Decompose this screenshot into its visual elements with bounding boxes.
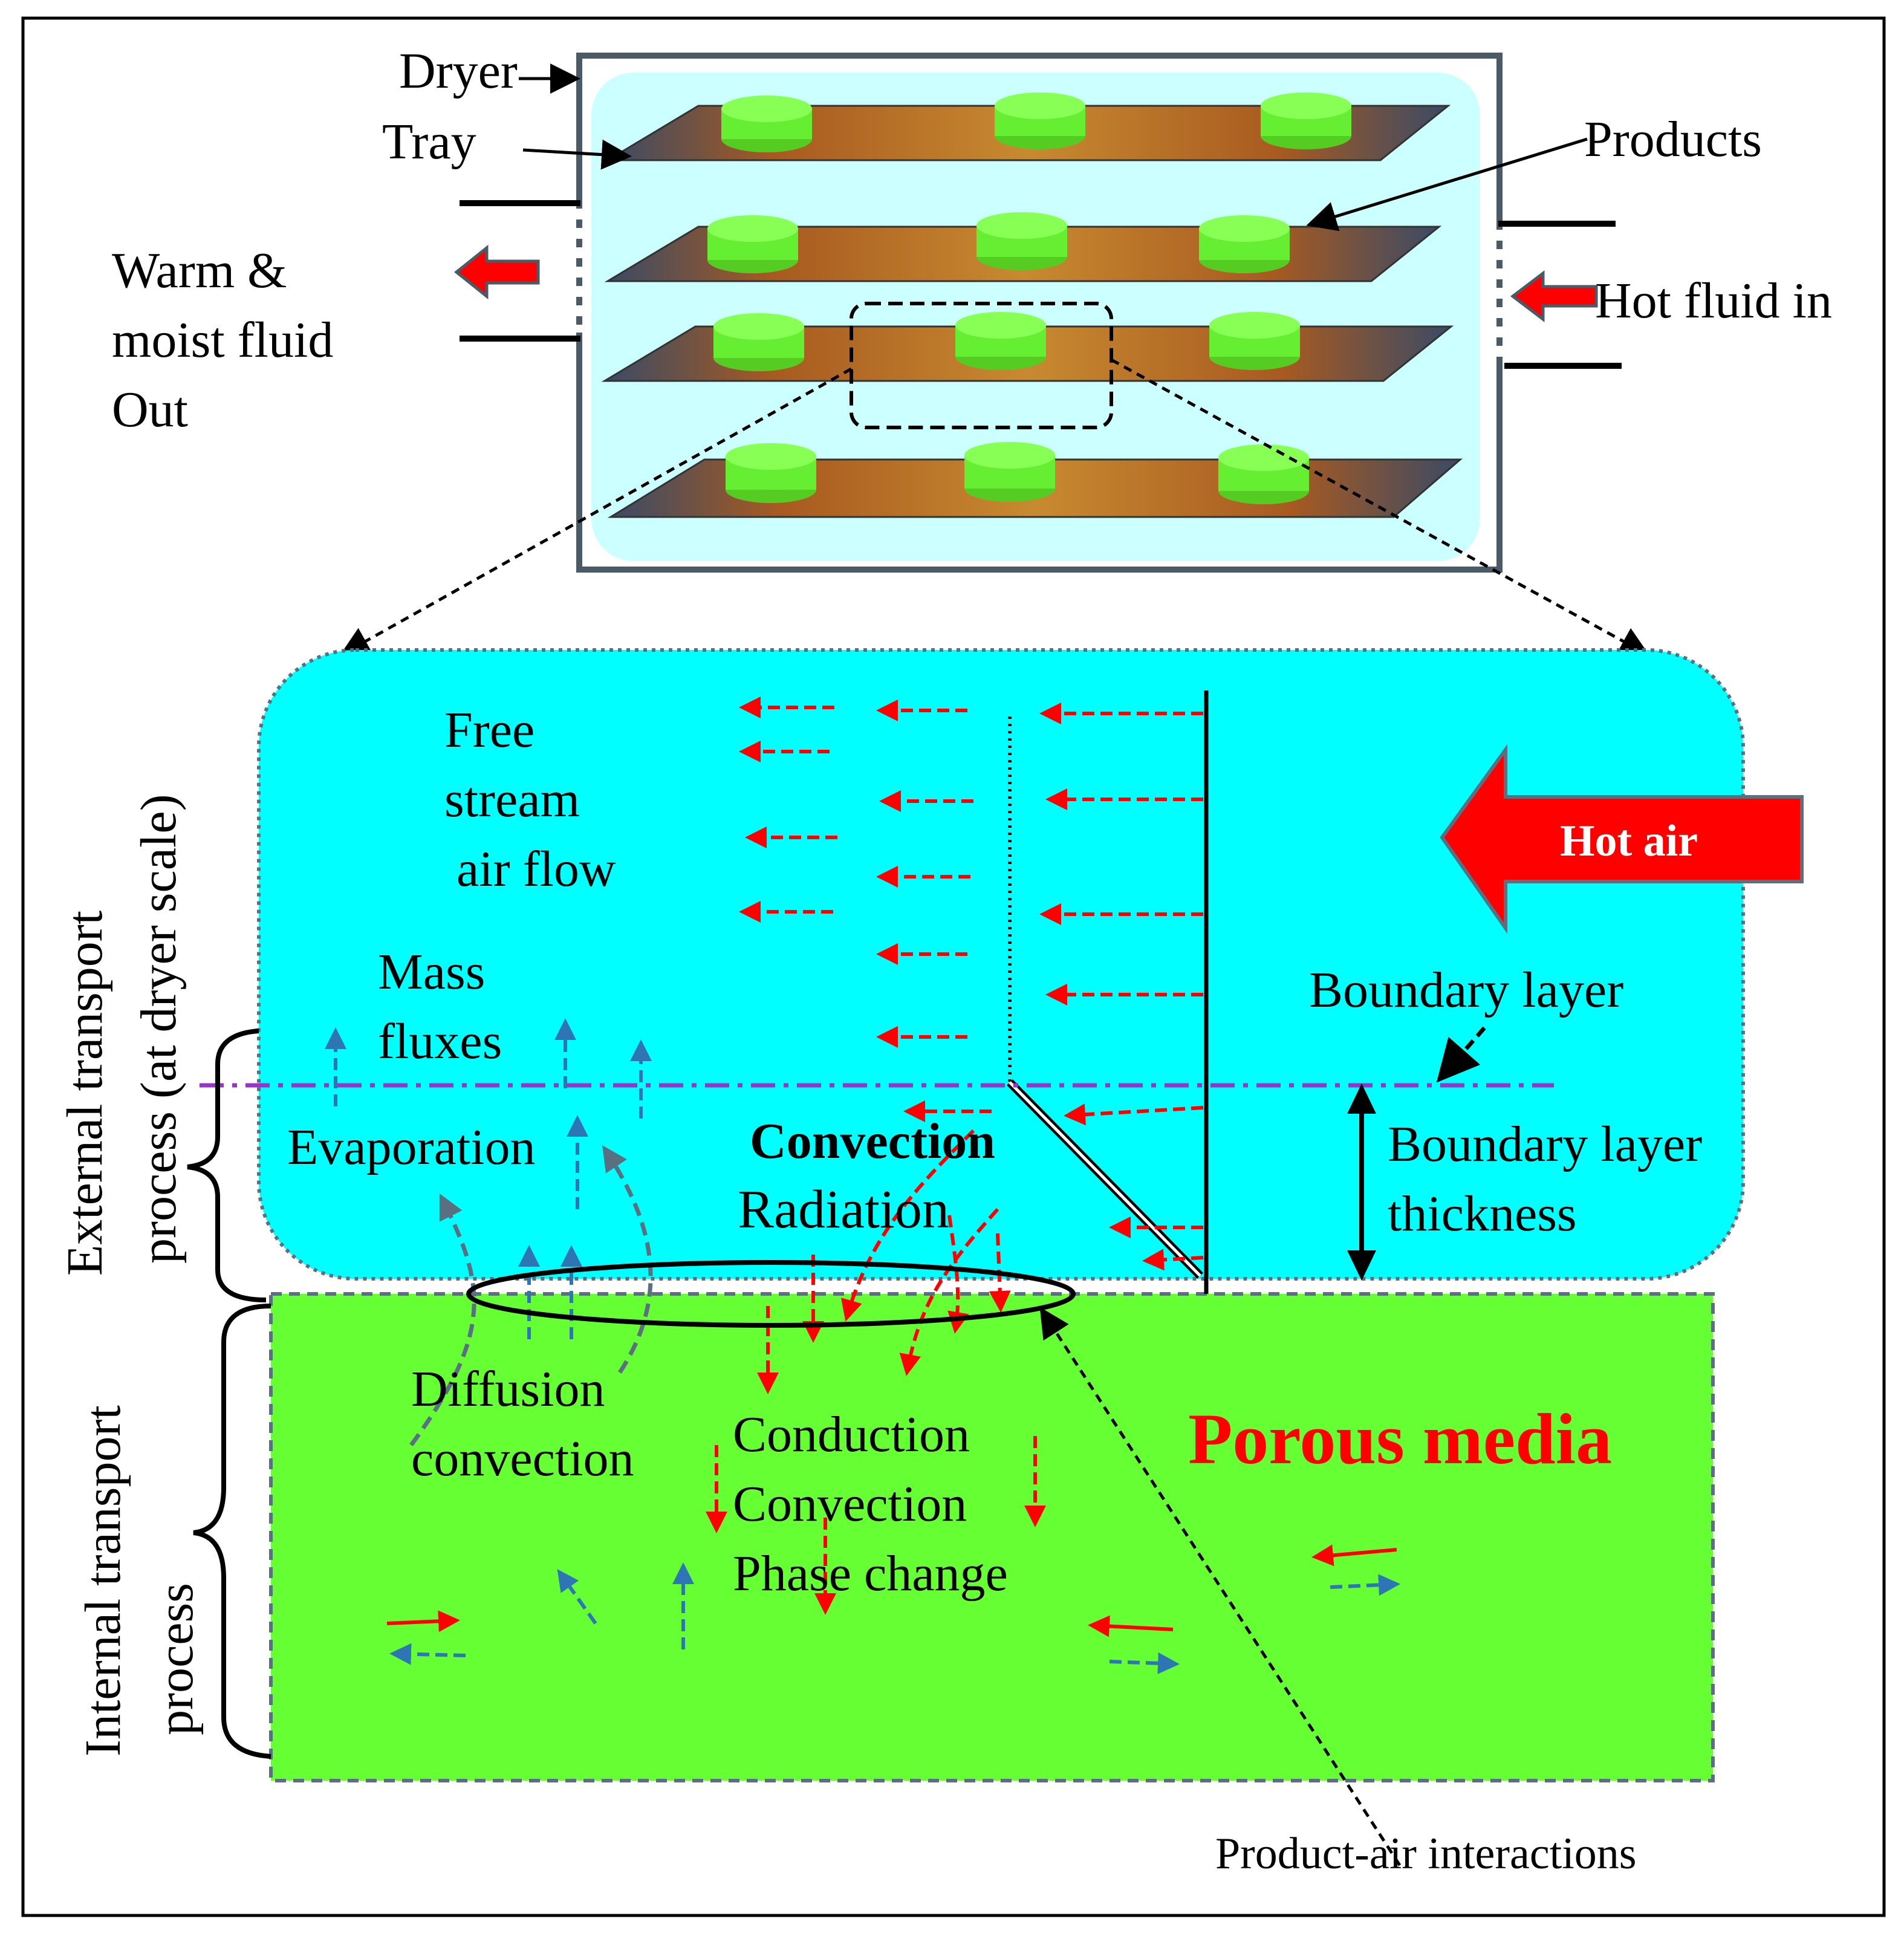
mass-fluxes-label-line2: fluxes (378, 1013, 502, 1070)
radiation-label: Radiation (738, 1180, 949, 1239)
conduction-label: Conduction (733, 1406, 970, 1463)
internal-convection-label: Convection (733, 1476, 967, 1532)
inlet-label: Hot fluid in (1595, 273, 1832, 329)
products-label: Products (1584, 111, 1762, 167)
inlet-duct (1496, 221, 1622, 369)
tray-4 (607, 442, 1463, 518)
free-stream-label-line2: stream (444, 772, 580, 828)
outlet-duct (453, 200, 583, 342)
vapor-diffusion-arrows (409, 1145, 653, 1447)
external-process-brace (187, 1028, 267, 1302)
internal-flux-arrows (386, 1544, 1400, 1674)
porous-region (269, 1292, 1715, 1782)
boundary-layer-thickness-label-line2: thickness (1388, 1186, 1577, 1242)
free-stream-label-line1: Free (444, 702, 534, 758)
hot-air-arrow-icon (1440, 744, 1804, 934)
dryer (339, 53, 1650, 656)
internal-process-brace (193, 1304, 271, 1759)
boundary-layer-pointer (1436, 1026, 1486, 1083)
outlet-label-line2: moist fluid (112, 312, 333, 368)
outlet-label-line1: Warm & (112, 242, 287, 299)
external-process-label-line1: External transport (57, 911, 113, 1276)
outlet-label-line3: Out (112, 382, 188, 438)
internal-process-label-line2: process (148, 1583, 204, 1735)
outflow-arrow-icon (453, 244, 540, 300)
convection-label: Convection (750, 1113, 995, 1169)
free-stream-arrows (739, 697, 1204, 1271)
external-process-label-line2: process (at dryer scale) (131, 794, 187, 1264)
tray-3 (601, 312, 1454, 382)
zoom-region (850, 302, 1113, 429)
boundary-layer-label: Boundary layer (1309, 962, 1623, 1018)
mass-flux-arrows (325, 1018, 652, 1339)
internal-process-label-line1: Internal transport (75, 1405, 131, 1756)
tray-2 (604, 212, 1442, 282)
products-pointer (1306, 137, 1588, 232)
product-air-interface-ellipse (466, 1260, 1076, 1328)
dryer-label: Dryer (399, 43, 518, 99)
tray-label: Tray (382, 114, 476, 170)
diffusion-label: Diffusion (411, 1361, 605, 1417)
diffusion-convection-label: convection (411, 1431, 634, 1487)
evaporation-label: Evaporation (287, 1119, 536, 1175)
inflow-arrow-icon (1510, 270, 1598, 323)
zoom-line-left (339, 367, 853, 656)
hot-air-label: Hot air (1560, 816, 1698, 866)
porous-media-label: Porous media (1188, 1399, 1612, 1479)
product-air-interactions-label: Product-air interactions (1215, 1829, 1637, 1879)
product-air-pointer (1039, 1307, 1402, 1866)
mass-fluxes-label-line1: Mass (378, 944, 485, 1000)
free-stream-label-line3: air flow (457, 841, 616, 897)
boundary-layer-thickness-label-line1: Boundary layer (1388, 1116, 1702, 1172)
phase-change-label: Phase change (733, 1545, 1008, 1602)
tray-pointer (522, 139, 632, 170)
tray-1 (604, 93, 1451, 161)
